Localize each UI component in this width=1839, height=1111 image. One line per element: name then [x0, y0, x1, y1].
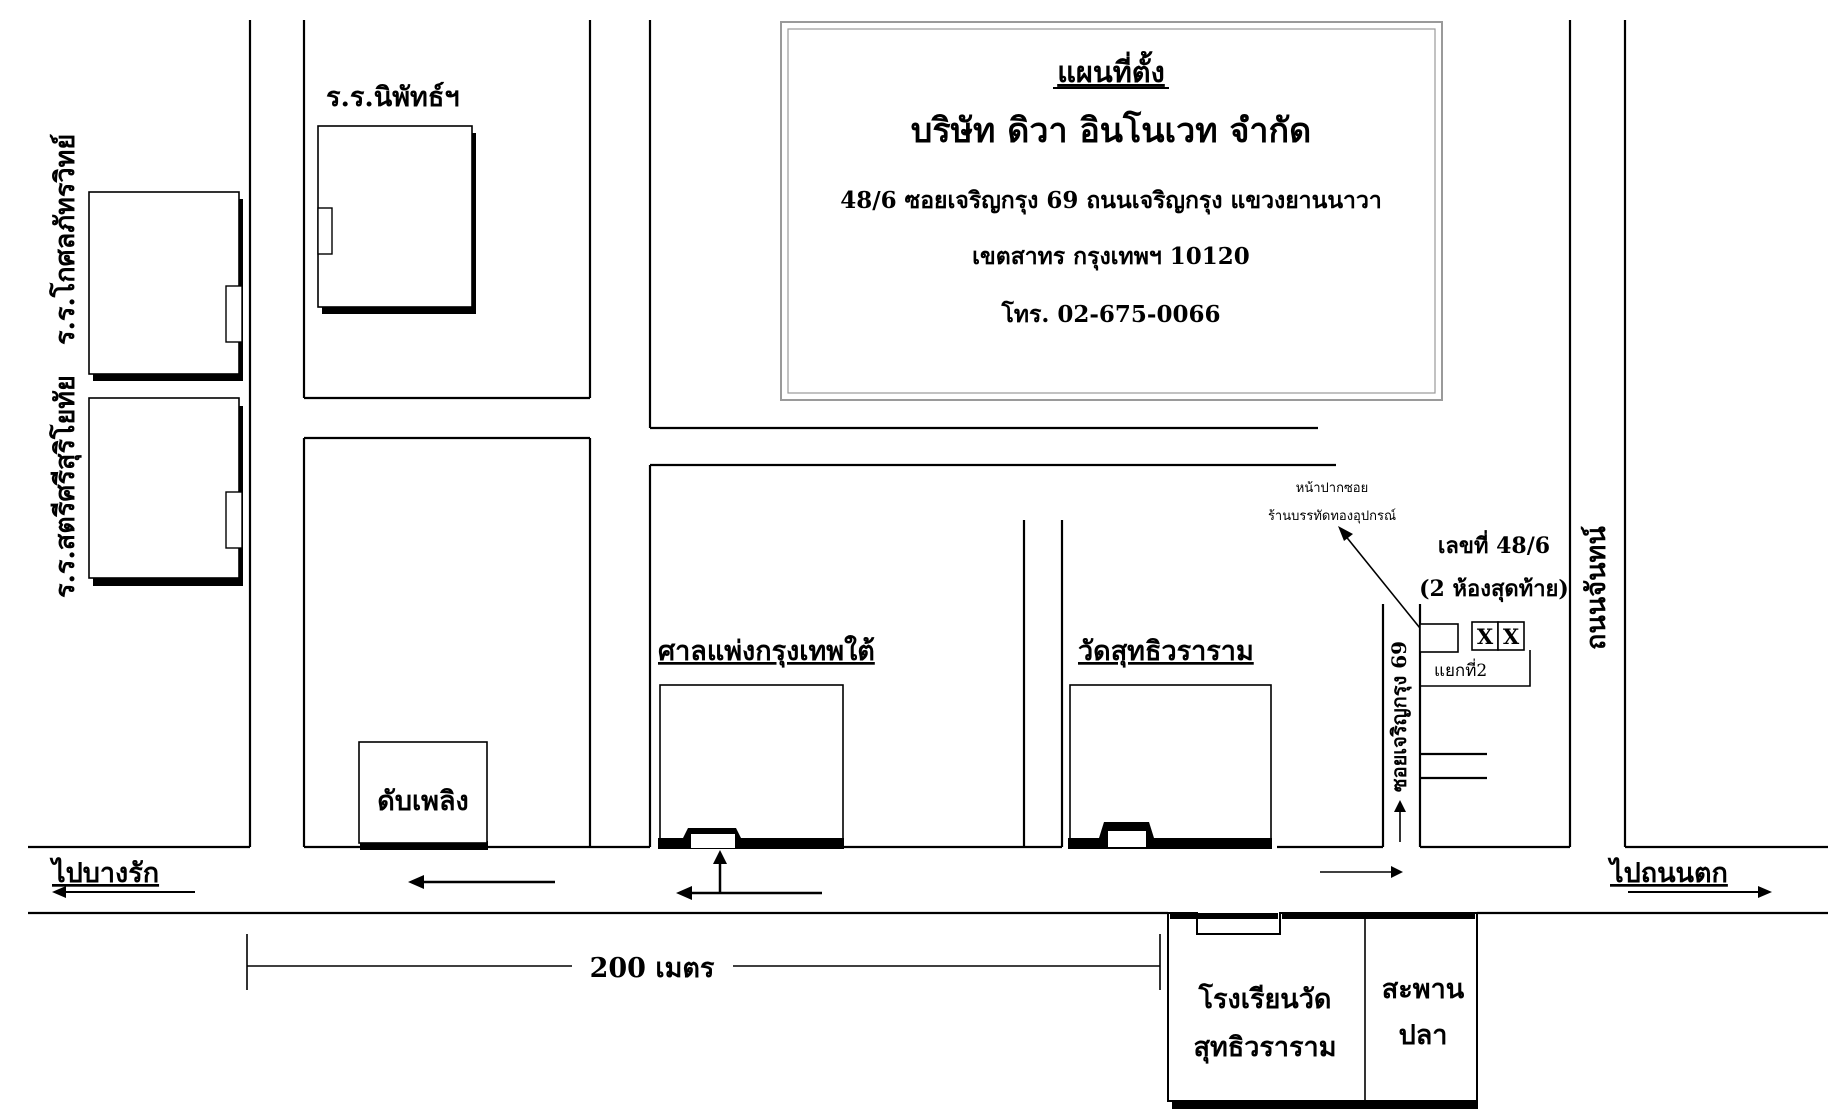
office-note-label: (2 ห้องสุดท้าย) [1419, 576, 1569, 603]
court-building [658, 684, 844, 849]
shop-label-line1: หน้าปากซอย [1296, 481, 1368, 496]
main-road [28, 845, 1828, 915]
info-heading: แผนที่ตั้ง [1057, 50, 1165, 89]
office-building [1419, 621, 1531, 687]
temple-label: วัดสุทธิวราราม [1078, 636, 1254, 668]
fire-station-label: ดับเพลิง [377, 786, 468, 817]
temple-building [1068, 684, 1272, 849]
temple-school-building [1167, 912, 1478, 1109]
info-box [780, 21, 1443, 401]
info-address-line1: 48/6 ซอยเจริญกรุง 69 ถนนเจริญกรุง แขวงยา… [840, 187, 1382, 215]
school-khosol-label: ร.ร.โกศลภัทรวิทย์ [48, 134, 81, 345]
school-satri-label: ร.ร.สตรีศรีสุริโยทัย [48, 375, 82, 598]
temple-school-label-line1: โรงเรียนวัด [1198, 982, 1332, 1015]
court-label: ศาลแพ่งกรุงเทพใต้ [658, 635, 875, 668]
info-company: บริษัท ดิวา อินโนเวท จำกัด [911, 110, 1311, 151]
turn-arrow-icon [676, 850, 822, 900]
fire-station-building [358, 741, 488, 850]
office-mark-2: X [1503, 624, 1520, 649]
school-nipat-label: ร.ร.นิพัทธ์ฯ [326, 81, 460, 113]
traffic-arrow-left-icon [408, 875, 555, 889]
school-khosol-building [88, 191, 243, 381]
scale-bar [246, 934, 1161, 990]
school-nipat-building [317, 125, 476, 314]
info-phone: โทร. 02-675-0066 [1000, 300, 1220, 328]
chan-road-label: ถนนจันทน์ [1580, 526, 1612, 650]
soi-label: ซอยเจริญกรุง 69 [1387, 641, 1412, 792]
street-grid [248, 20, 1627, 847]
shop-pointer [1338, 526, 1429, 639]
school-satri-building [88, 397, 243, 586]
to-bang-rak-arrow-icon [52, 886, 195, 898]
scale-label: 200 เมตร [590, 953, 715, 984]
branch-label: แยกที่2 [1434, 658, 1487, 681]
soi-entry-arrow-icon [1394, 800, 1406, 842]
office-mark-1: X [1477, 624, 1494, 649]
to-thanon-tok-label: ไปถนนตก [1607, 857, 1728, 889]
info-address-line2: เขตสาทร กรุงเทพฯ 10120 [972, 243, 1250, 271]
to-bang-rak-label: ไปบางรัก [49, 857, 159, 889]
shop-label-line2: ร้านบรรทัดทองอุปกรณ์ [1268, 508, 1396, 524]
office-number-label: เลขที่ 48/6 [1438, 529, 1550, 559]
to-thanon-tok-arrow-icon [1628, 886, 1772, 898]
temple-school-label-line2: สุทธิวราราม [1193, 1032, 1336, 1064]
traffic-arrow-right-icon [1320, 866, 1403, 878]
fish-pier-label-line2: ปลา [1399, 1020, 1448, 1051]
fish-pier-label-line1: สะพาน [1382, 974, 1465, 1005]
